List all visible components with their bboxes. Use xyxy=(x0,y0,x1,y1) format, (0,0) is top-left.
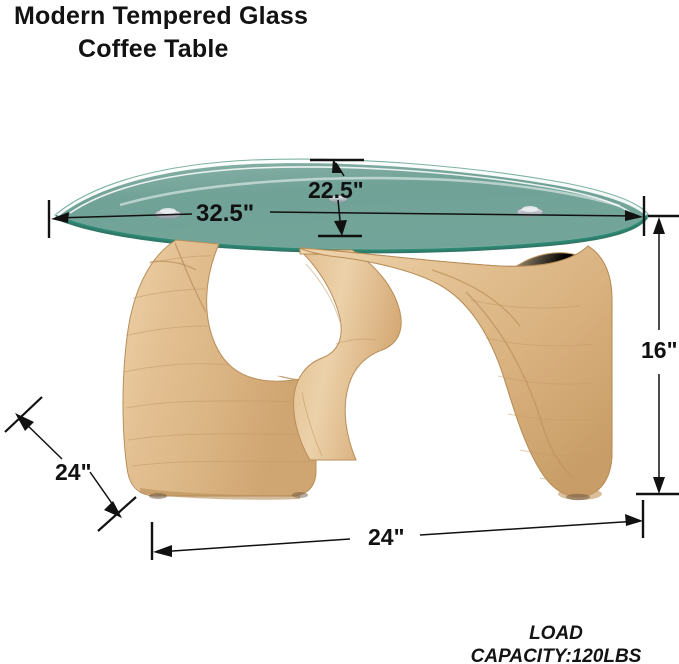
dimension-base-width xyxy=(150,500,645,560)
dimension-label-base-width: 24" xyxy=(368,524,405,550)
dimension-label-base-depth: 24" xyxy=(55,459,92,485)
dimension-glass-width xyxy=(47,196,646,238)
right-leg xyxy=(299,245,613,501)
dimension-label-glass-depth: 22.5" xyxy=(308,177,364,203)
base-center-joint xyxy=(293,249,402,461)
load-capacity-note: LOAD CAPACITY:120LBS xyxy=(440,622,672,664)
load-capacity-line-2: CAPACITY:120LBS xyxy=(470,646,642,664)
dimension-table-height xyxy=(636,214,679,496)
wood-base xyxy=(122,195,613,501)
dimension-base-depth xyxy=(4,396,137,532)
page-title: Modern Tempered Glass Coffee Table xyxy=(0,0,420,66)
dimension-label-glass-width: 32.5" xyxy=(196,200,255,227)
load-capacity-line-1: LOAD xyxy=(529,623,583,644)
title-line-1: Modern Tempered Glass xyxy=(14,2,309,30)
dimension-glass-depth xyxy=(310,158,364,238)
glass-tabletop xyxy=(53,158,649,254)
dimension-annotations xyxy=(4,158,679,560)
title-line-2: Coffee Table xyxy=(78,35,229,63)
dimension-label-table-height: 16" xyxy=(641,337,678,363)
left-leg xyxy=(122,239,317,500)
